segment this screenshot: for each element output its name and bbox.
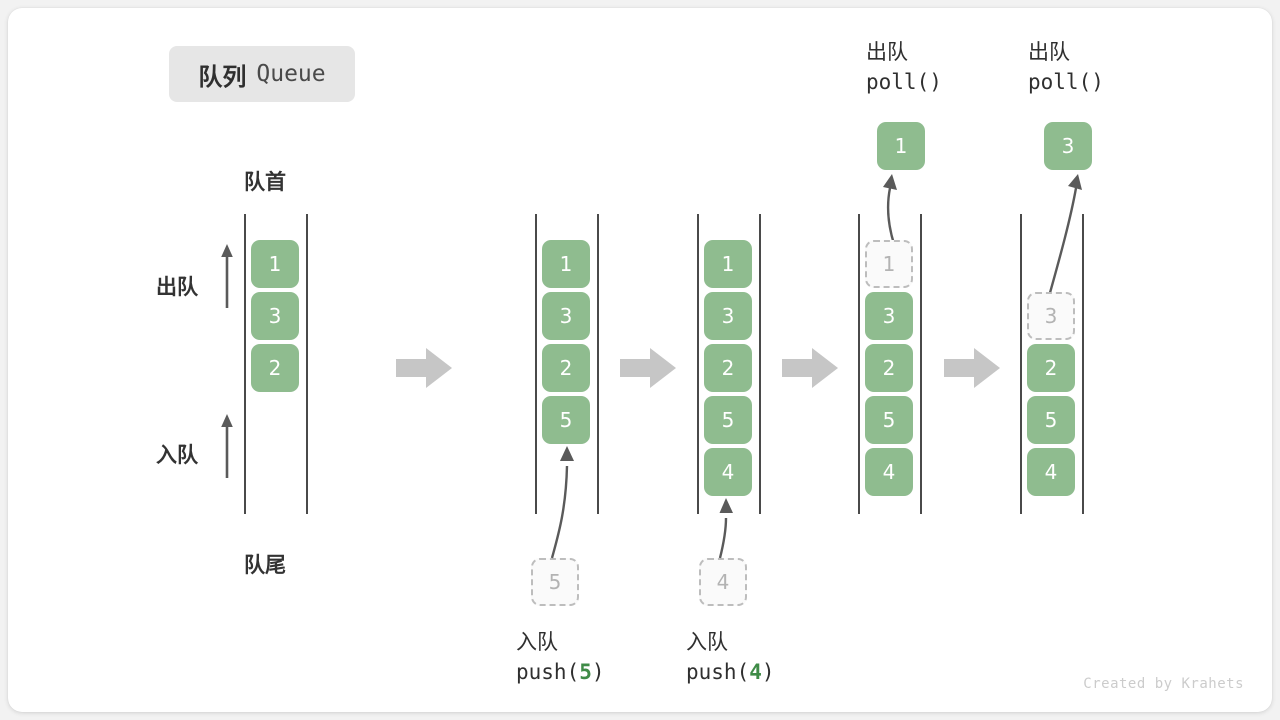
queue-rail-right	[306, 214, 308, 514]
title-cn: 队列	[198, 62, 247, 91]
queue-cell: 2	[704, 344, 752, 392]
queue-cell: 4	[865, 448, 913, 496]
queue-cell: 3	[251, 292, 299, 340]
queue-cell: 3	[704, 292, 752, 340]
caption-cn: 出队	[1028, 40, 1070, 64]
queue-cell-ghost: 1	[865, 240, 913, 288]
queue-cell: 5	[1027, 396, 1075, 444]
credit-text: Created by Krahets	[1083, 676, 1244, 692]
queue-cell: 2	[865, 344, 913, 392]
push-arrow-icon	[550, 446, 574, 559]
caption-push-4: 入队 push(4)	[686, 628, 775, 688]
queue-cell: 3	[865, 292, 913, 340]
caption-code: poll()	[1028, 69, 1104, 94]
queue-cell: 1	[704, 240, 752, 288]
incoming-ghost-cell: 5	[531, 558, 579, 606]
queue-rail-right	[597, 214, 599, 514]
poll-arrow-icon	[883, 174, 897, 245]
caption-code: poll()	[866, 69, 942, 94]
enqueue-up-arrow-icon	[221, 414, 233, 478]
label-front: 队首	[244, 170, 286, 194]
poll-arrow-icon	[1046, 174, 1082, 301]
label-rear: 队尾	[244, 553, 286, 577]
queue-cell: 3	[542, 292, 590, 340]
queue-rail-left	[1020, 214, 1022, 514]
caption-cn: 入队	[516, 630, 558, 654]
transition-arrow-icon	[782, 348, 838, 388]
queue-cell: 1	[251, 240, 299, 288]
queue-rail-right	[1082, 214, 1084, 514]
queue-cell: 5	[704, 396, 752, 444]
transition-arrow-icon	[944, 348, 1000, 388]
queue-rail-left	[244, 214, 246, 514]
queue-cell: 5	[865, 396, 913, 444]
queue-cell-ghost: 3	[1027, 292, 1075, 340]
caption-code: push(4)	[686, 659, 775, 684]
caption-poll-1: 出队 poll()	[866, 38, 942, 98]
outgoing-cell: 1	[877, 122, 925, 170]
caption-push-5: 入队 push(5)	[516, 628, 605, 688]
caption-cn: 入队	[686, 630, 728, 654]
outgoing-cell: 3	[1044, 122, 1092, 170]
queue-rail-left	[697, 214, 699, 514]
queue-cell: 5	[542, 396, 590, 444]
dequeue-up-arrow-icon	[221, 244, 233, 308]
label-dequeue: 出队	[156, 275, 198, 299]
label-enqueue: 入队	[156, 443, 198, 467]
queue-cell: 4	[1027, 448, 1075, 496]
push-arrow-icon	[718, 498, 733, 559]
title-en: Queue	[256, 61, 326, 87]
queue-rail-left	[535, 214, 537, 514]
queue-cell: 2	[542, 344, 590, 392]
transition-arrow-icon	[396, 348, 452, 388]
diagram-canvas: 队列 Queue 队首 队尾 出队 入队 1 3 2 1 3 2 5 5 入队 …	[8, 8, 1272, 712]
queue-cell: 4	[704, 448, 752, 496]
incoming-ghost-cell: 4	[699, 558, 747, 606]
transition-arrow-icon	[620, 348, 676, 388]
caption-poll-3: 出队 poll()	[1028, 38, 1104, 98]
queue-cell: 1	[542, 240, 590, 288]
queue-cell: 2	[1027, 344, 1075, 392]
queue-cell: 2	[251, 344, 299, 392]
caption-code: push(5)	[516, 659, 605, 684]
queue-rail-right	[759, 214, 761, 514]
queue-rail-left	[858, 214, 860, 514]
caption-cn: 出队	[866, 40, 908, 64]
queue-rail-right	[920, 214, 922, 514]
title-badge: 队列 Queue	[169, 46, 355, 102]
